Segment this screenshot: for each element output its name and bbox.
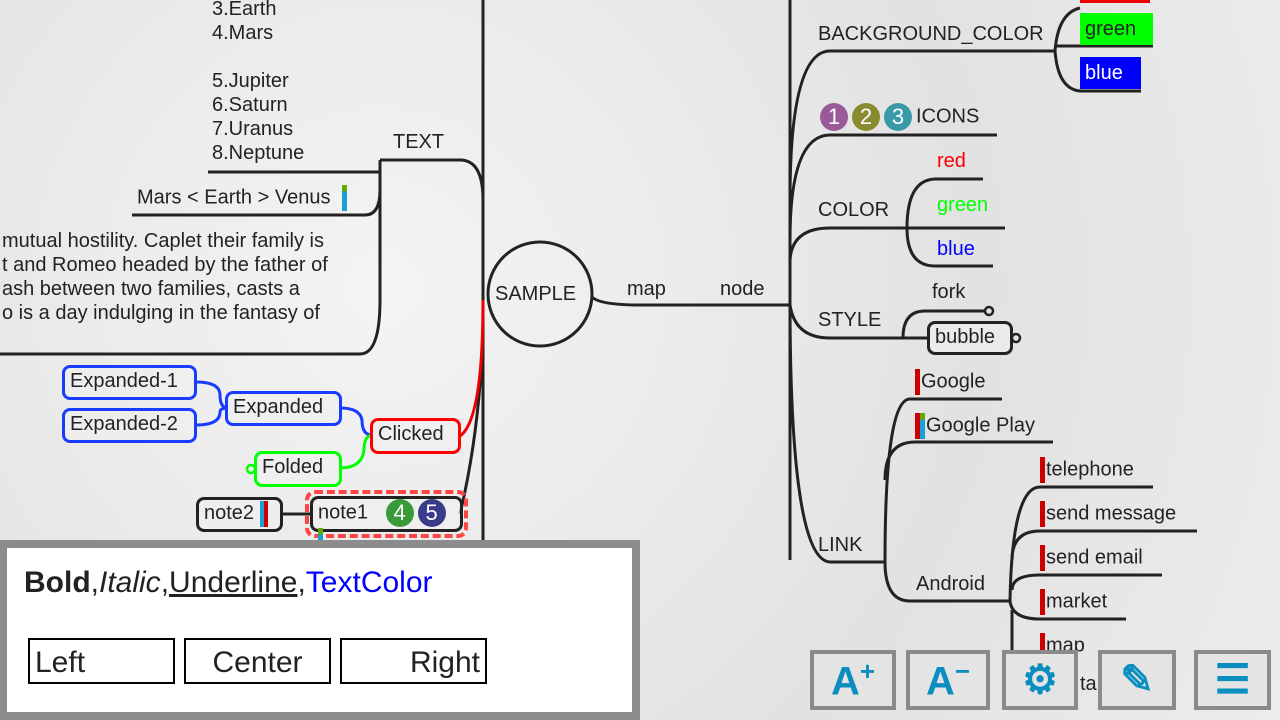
node-bg-green[interactable]: green xyxy=(1080,13,1153,45)
node-expanded-1[interactable]: Expanded-1 xyxy=(62,365,197,400)
note2-label: note2 xyxy=(204,502,255,524)
node-color-red[interactable]: red xyxy=(937,150,966,172)
link-indicator-icon xyxy=(915,369,920,395)
number-3-icon: 3 xyxy=(884,103,912,131)
number-5-icon: 5 xyxy=(417,499,446,527)
node-bubble[interactable]: bubble xyxy=(927,321,1013,355)
note-indicator-icon xyxy=(259,500,268,527)
send-email-label: send email xyxy=(1046,546,1143,569)
link-indicator-icon xyxy=(1040,633,1045,659)
node-bg-red[interactable] xyxy=(1080,0,1150,3)
planet-line: 7.Uranus xyxy=(212,118,294,140)
node-send-email[interactable]: send email xyxy=(1040,545,1143,571)
node-telephone[interactable]: telephone xyxy=(1040,457,1134,483)
increase-font-button[interactable]: A+ xyxy=(810,650,896,710)
font-increase-icon: A+ xyxy=(830,655,876,704)
paragraph-line: ash between two families, casts a xyxy=(2,278,300,300)
icon-glyph: A xyxy=(925,659,955,704)
link-indicator-icon xyxy=(1040,589,1045,615)
align-center-cell: Center xyxy=(184,638,331,684)
planet-line: 3.Earth xyxy=(212,0,277,20)
menu-button[interactable]: ☰ xyxy=(1194,650,1271,710)
font-decrease-icon: A− xyxy=(925,655,971,704)
node-market[interactable]: market xyxy=(1040,589,1107,615)
planet-line: 5.Jupiter xyxy=(212,70,289,92)
node-google-play[interactable]: Google Play xyxy=(915,413,1035,439)
paragraph-line: mutual hostility. Caplet their family is xyxy=(2,230,324,252)
link-indicator-icon xyxy=(342,185,347,211)
telephone-label: telephone xyxy=(1046,458,1134,481)
separator: , xyxy=(160,566,170,599)
separator: , xyxy=(90,566,99,599)
google-play-label: Google Play xyxy=(926,414,1035,437)
node-expanded-2[interactable]: Expanded-2 xyxy=(62,408,197,443)
paragraph-line: o is a day indulging in the fantasy of xyxy=(2,302,320,324)
node-partial[interactable]: ta xyxy=(1080,673,1097,695)
menu-icon: ☰ xyxy=(1214,658,1251,702)
paragraph-line: t and Romeo headed by the father of xyxy=(2,254,328,276)
node-folded[interactable]: Folded xyxy=(254,451,342,487)
align-left-cell: Left xyxy=(28,638,175,684)
node-bg-blue[interactable]: blue xyxy=(1080,57,1141,89)
compare-label: Mars < Earth > Venus xyxy=(137,186,331,209)
link-indicator-icon xyxy=(1040,501,1045,527)
decrease-font-button[interactable]: A− xyxy=(906,650,990,710)
format-preview-panel: Bold,Italic,Underline,TextColor Left Cen… xyxy=(0,540,640,720)
italic-text: Italic xyxy=(99,566,161,599)
underline-text: Underline xyxy=(169,566,298,599)
node-note2[interactable]: note2 xyxy=(196,497,283,532)
node-color-blue[interactable]: blue xyxy=(937,238,975,260)
node-send-message[interactable]: send message xyxy=(1040,501,1176,527)
node-fork[interactable]: fork xyxy=(932,281,966,303)
planet-line: 4.Mars xyxy=(212,22,274,44)
node-link[interactable]: LINK xyxy=(818,534,863,556)
link-indicator-icon xyxy=(1040,545,1045,571)
edit-button[interactable]: ✎ xyxy=(1098,650,1176,710)
central-node-sample[interactable]: SAMPLE xyxy=(495,283,577,305)
planet-line: 6.Saturn xyxy=(212,94,288,116)
node-android[interactable]: Android xyxy=(916,573,985,595)
google-label: Google xyxy=(921,370,986,393)
settings-button[interactable]: ⚙ xyxy=(1002,650,1078,710)
node-color[interactable]: COLOR xyxy=(818,199,890,221)
node-node[interactable]: node xyxy=(720,278,765,300)
node-style[interactable]: STYLE xyxy=(818,309,882,331)
send-message-label: send message xyxy=(1046,502,1177,525)
number-1-icon: 1 xyxy=(820,103,848,131)
bold-text: Bold xyxy=(24,566,91,599)
align-right-cell: Right xyxy=(340,638,487,684)
textcolor-text: TextColor xyxy=(305,566,433,599)
text-node-planets[interactable]: 3.Earth 4.Mars 5.Jupiter 6.Saturn 7.Uran… xyxy=(212,0,304,165)
planet-line: 8.Neptune xyxy=(212,142,305,164)
separator: , xyxy=(297,566,306,599)
icons-label: ICONS xyxy=(916,105,980,128)
link-indicator-icon xyxy=(915,413,920,439)
node-text[interactable]: TEXT xyxy=(393,131,445,153)
link-indicator-icon xyxy=(920,413,925,439)
market-label: market xyxy=(1046,590,1108,613)
node-expanded[interactable]: Expanded xyxy=(225,391,342,426)
number-2-icon: 2 xyxy=(852,103,880,131)
node-paragraph[interactable]: mutual hostility. Caplet their family is… xyxy=(2,229,328,325)
node-color-green[interactable]: green xyxy=(937,194,989,216)
selection-highlight xyxy=(305,490,468,538)
node-clicked[interactable]: Clicked xyxy=(370,418,461,454)
note1-label: note1 xyxy=(318,501,369,524)
number-4-icon: 4 xyxy=(385,499,414,527)
node-compare[interactable]: Mars < Earth > Venus xyxy=(137,185,348,211)
gear-icon: ⚙ xyxy=(1022,658,1058,702)
node-background-color[interactable]: BACKGROUND_COLOR xyxy=(818,23,1044,45)
node-map[interactable]: map xyxy=(627,278,666,300)
link-indicator-icon xyxy=(1040,457,1045,483)
node-google[interactable]: Google xyxy=(915,369,986,395)
format-sample-text: Bold,Italic,Underline,TextColor xyxy=(24,566,433,600)
icon-glyph: A xyxy=(830,659,860,704)
pencil-icon: ✎ xyxy=(1120,658,1154,702)
